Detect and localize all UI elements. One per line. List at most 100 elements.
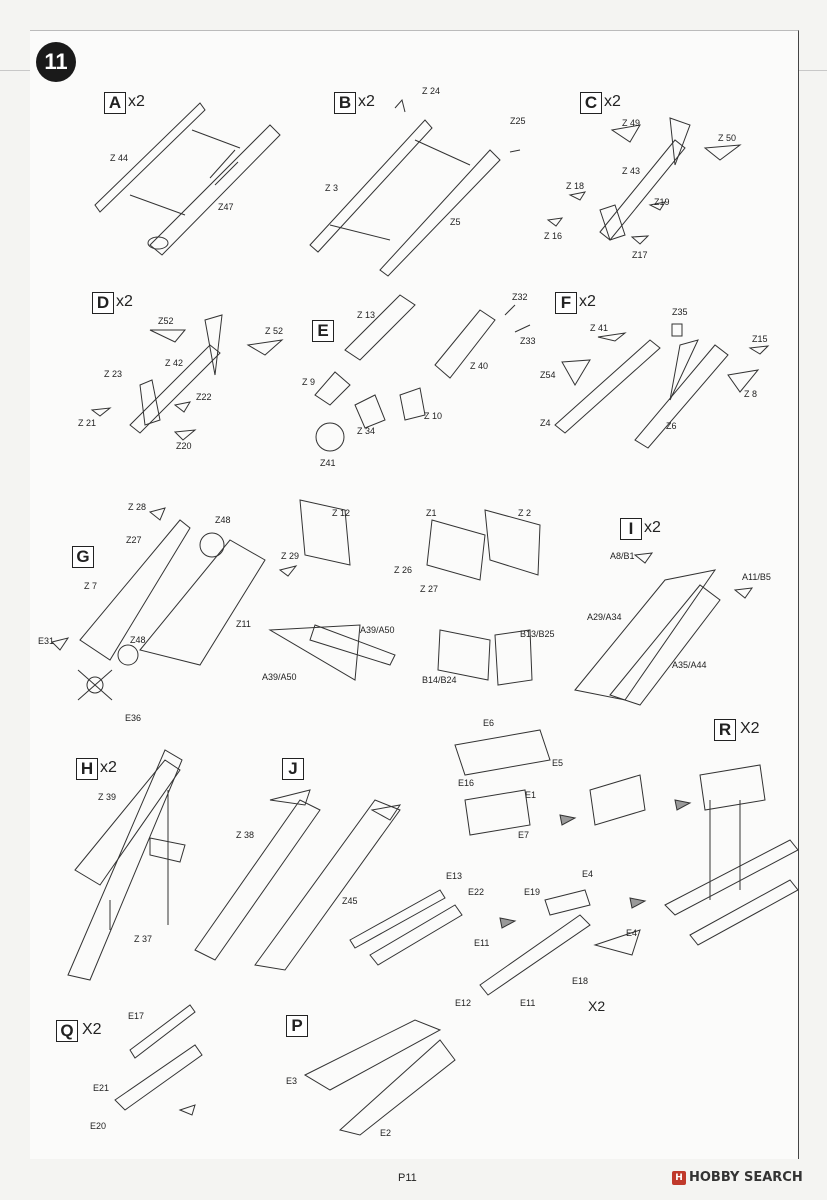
part-label: E4 (626, 928, 638, 938)
part-label: E6 (483, 718, 495, 728)
part-label: Z47 (218, 202, 234, 212)
group-box-d: D (92, 292, 114, 314)
part-label: Z48 (130, 635, 146, 645)
missile-b-drawing (309, 98, 521, 277)
tank-j-drawing (194, 789, 402, 971)
part-label: A39/A50 (360, 625, 395, 635)
part-label: E11 (520, 998, 536, 1008)
group-mult-h: x2 (100, 759, 117, 776)
part-label: Z25 (510, 116, 526, 126)
part-label: A8/B1 (610, 551, 635, 561)
part-label: E16 (458, 778, 475, 788)
part-label: E20 (90, 1121, 107, 1131)
part-label: Z52 (158, 316, 174, 326)
group-box-c: C (580, 92, 602, 114)
group-mult-a: x2 (128, 93, 145, 110)
group-box-b: B (334, 92, 356, 114)
group-box-a: A (104, 92, 126, 114)
part-label: Z41 (320, 458, 336, 468)
part-label: Z17 (632, 250, 648, 260)
group-box-j: J (282, 758, 304, 780)
part-label: E4 (582, 869, 594, 879)
rack-e-drawing (454, 729, 766, 836)
bomb-r-drawing (664, 800, 799, 946)
part-label: Z1 (426, 508, 437, 518)
part-label: Z 3 (325, 183, 339, 193)
part-label: Z 12 (332, 508, 351, 518)
part-label: B14/B24 (422, 675, 457, 685)
part-label: Z33 (520, 336, 536, 346)
group-mult-q: X2 (82, 1021, 102, 1038)
group-box-h: H (76, 758, 98, 780)
group-box-r: R (714, 719, 736, 741)
part-label: Z32 (512, 292, 528, 302)
part-label: Z5 (450, 217, 461, 227)
part-label: Z15 (752, 334, 768, 344)
part-label: Z 43 (622, 166, 641, 176)
part-label: A35/A44 (672, 660, 707, 670)
part-label: E17 (128, 1011, 145, 1021)
group-mult-b: x2 (358, 93, 375, 110)
rack-q-drawing (114, 1004, 203, 1116)
hobby-search-icon: H (672, 1171, 686, 1185)
part-label: Z 41 (590, 323, 609, 333)
group-box-e: E (312, 320, 334, 342)
instruction-sheet (30, 30, 799, 1159)
part-label: Z 28 (128, 502, 147, 512)
part-label: Z 7 (84, 581, 98, 591)
part-label: E3 (286, 1076, 298, 1086)
seeker-e-drawing (314, 294, 531, 452)
part-label: Z22 (196, 392, 212, 402)
part-label: E1 (525, 790, 537, 800)
part-label: Z 23 (104, 369, 123, 379)
part-label: Z4 (540, 418, 551, 428)
part-label: E7 (518, 830, 530, 840)
part-label: Z 42 (165, 358, 184, 368)
part-label: Z35 (672, 307, 688, 317)
part-label: Z 38 (236, 830, 255, 840)
part-label: E22 (468, 887, 485, 897)
part-label: Z 44 (110, 153, 129, 163)
part-label: Z 9 (302, 377, 316, 387)
group-mult-r: X2 (740, 720, 760, 737)
part-label: Z 8 (744, 389, 758, 399)
part-label: Z 34 (357, 426, 376, 436)
missile-f-drawing (554, 323, 770, 449)
group-box-q: Q (56, 1020, 78, 1042)
part-label: Z 10 (424, 411, 443, 421)
group-box-g: G (72, 546, 94, 568)
part-label: E31 (38, 636, 55, 646)
part-label: Z 40 (470, 361, 489, 371)
part-label: E19 (524, 887, 541, 897)
part-label: Z 39 (98, 792, 117, 802)
pod-g-drawing (51, 507, 298, 701)
part-label: Z45 (342, 896, 358, 906)
part-label: A11/B5 (742, 572, 771, 582)
group-box-f: F (555, 292, 577, 314)
group-mult-f: x2 (579, 293, 596, 310)
group-box-i: I (620, 518, 642, 540)
part-label: Z 18 (566, 181, 585, 191)
part-label: A29/A34 (587, 612, 622, 622)
part-label: E18 (572, 976, 589, 986)
page-number: P11 (398, 1172, 417, 1184)
part-label: Z 16 (544, 231, 563, 241)
pod-p-drawing (303, 1019, 456, 1136)
part-label: Z 37 (134, 934, 153, 944)
part-label: Z 26 (394, 565, 413, 575)
watermark-text: HOBBY SEARCH (689, 1170, 803, 1185)
part-label: Z 27 (420, 584, 439, 594)
bracket-z1-drawing (426, 509, 541, 686)
part-label: E5 (552, 758, 564, 768)
part-label: Z27 (126, 535, 142, 545)
part-label: Z 50 (718, 133, 737, 143)
tank-h-drawing (67, 749, 186, 981)
part-label: Z54 (540, 370, 556, 380)
pod-i-drawing (574, 552, 754, 706)
part-label: E13 (446, 871, 463, 881)
bomb-e-drawing (349, 889, 647, 996)
part-label: Z19 (654, 197, 670, 207)
part-label: Z 2 (518, 508, 532, 518)
